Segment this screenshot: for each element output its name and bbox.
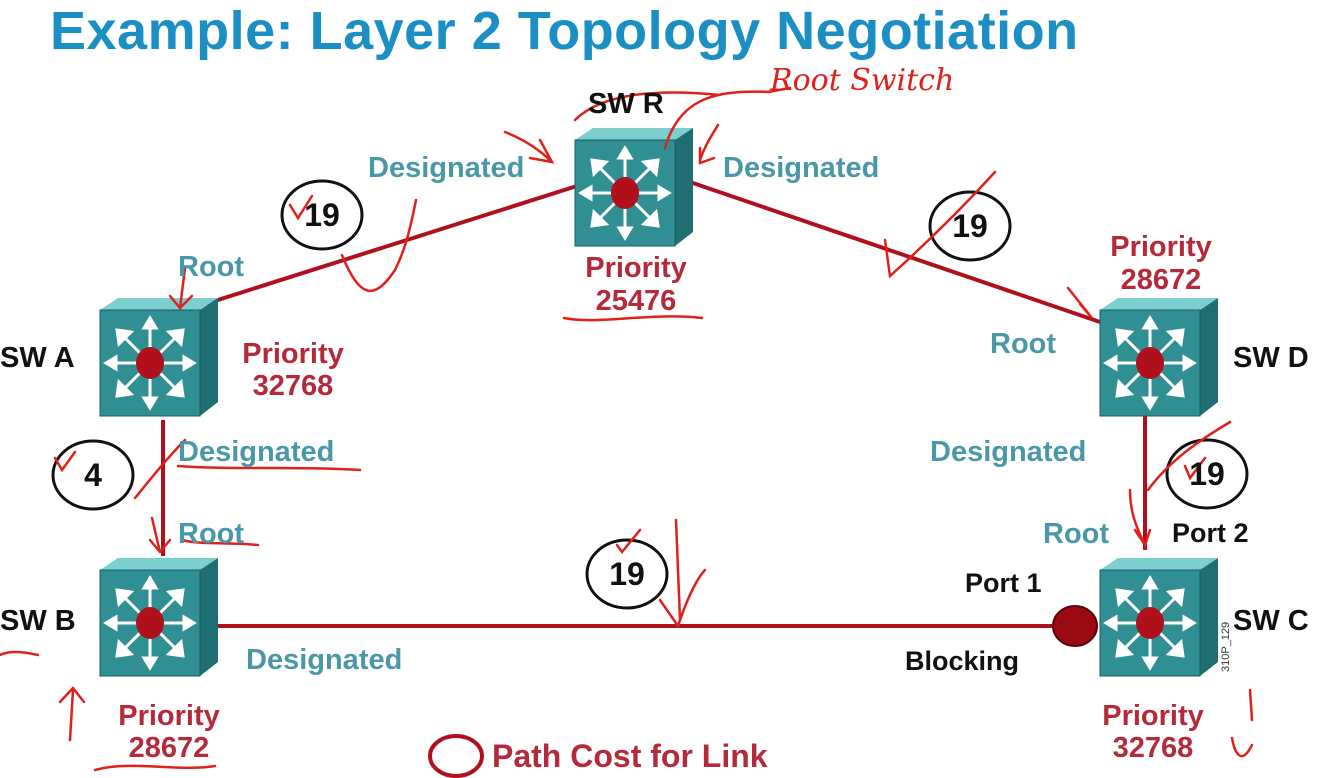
switch-c-icon — [1098, 556, 1220, 678]
cost-r-d: 19 — [952, 208, 988, 244]
port-role-b-right: Designated — [246, 644, 403, 676]
cost-circle-b-c — [585, 538, 669, 610]
figure-code: 310P_129 — [1220, 621, 1232, 672]
links — [161, 180, 1147, 628]
switch-b-priority: 28672 — [128, 732, 210, 764]
port-1-label: Port 1 — [965, 568, 1042, 598]
switch-b-icon — [98, 556, 220, 678]
switch-c-priority-label: Priority — [1102, 700, 1204, 732]
handwritten-annotations — [0, 86, 1254, 772]
cost-circle-d-c — [1165, 438, 1249, 510]
legend-circle-icon — [428, 734, 484, 778]
switch-c-priority: 32768 — [1112, 732, 1194, 764]
blocking-port-marker — [1052, 605, 1098, 647]
port-role-r-right: Designated — [723, 152, 880, 184]
blocking-label: Blocking — [905, 646, 1020, 676]
switch-b-name: SW B — [0, 605, 76, 637]
switch-b-priority-label: Priority — [118, 700, 220, 732]
cost-circle-a-b — [51, 439, 135, 511]
switch-d-priority-label: Priority — [1110, 231, 1212, 263]
port-role-a-top: Root — [178, 251, 245, 283]
port-role-c-top: Root — [1043, 518, 1110, 550]
switch-a-priority: 32768 — [252, 370, 334, 402]
port-role-d-left: Root — [990, 328, 1057, 360]
switch-d-name: SW D — [1233, 342, 1309, 374]
cost-d-c: 19 — [1189, 456, 1225, 492]
port-role-d-bottom: Designated — [930, 436, 1087, 468]
link-r-a — [179, 183, 581, 314]
link-r-d — [689, 180, 1101, 324]
switch-d-priority: 28672 — [1120, 264, 1202, 296]
port-role-r-left: Designated — [368, 152, 525, 184]
switch-a-icon — [98, 296, 220, 418]
root-switch-annotation: Root Switch — [770, 63, 955, 98]
switch-r-priority-label: Priority — [585, 252, 687, 284]
switch-r-priority: 25476 — [595, 285, 677, 317]
cost-b-c: 19 — [609, 556, 645, 592]
cost-circle-r-d — [928, 190, 1012, 262]
switch-d-icon — [1098, 296, 1220, 418]
switch-r-icon — [573, 126, 695, 248]
port-2-label: Port 2 — [1172, 518, 1249, 548]
switch-c-name: SW C — [1233, 605, 1309, 637]
cost-circle-r-a — [280, 179, 364, 251]
switch-a-name: SW A — [0, 342, 75, 374]
switch-a-priority-label: Priority — [242, 338, 344, 370]
cost-a-b: 4 — [84, 457, 102, 493]
switch-r-name: SW R — [588, 88, 664, 120]
port-role-b-top: Root — [178, 518, 245, 550]
cost-r-a: 19 — [304, 197, 340, 233]
page-title: Example: Layer 2 Topology Negotiation — [50, 1, 1079, 61]
port-role-a-bottom: Designated — [178, 436, 335, 468]
legend-text: Path Cost for Link — [492, 738, 768, 774]
